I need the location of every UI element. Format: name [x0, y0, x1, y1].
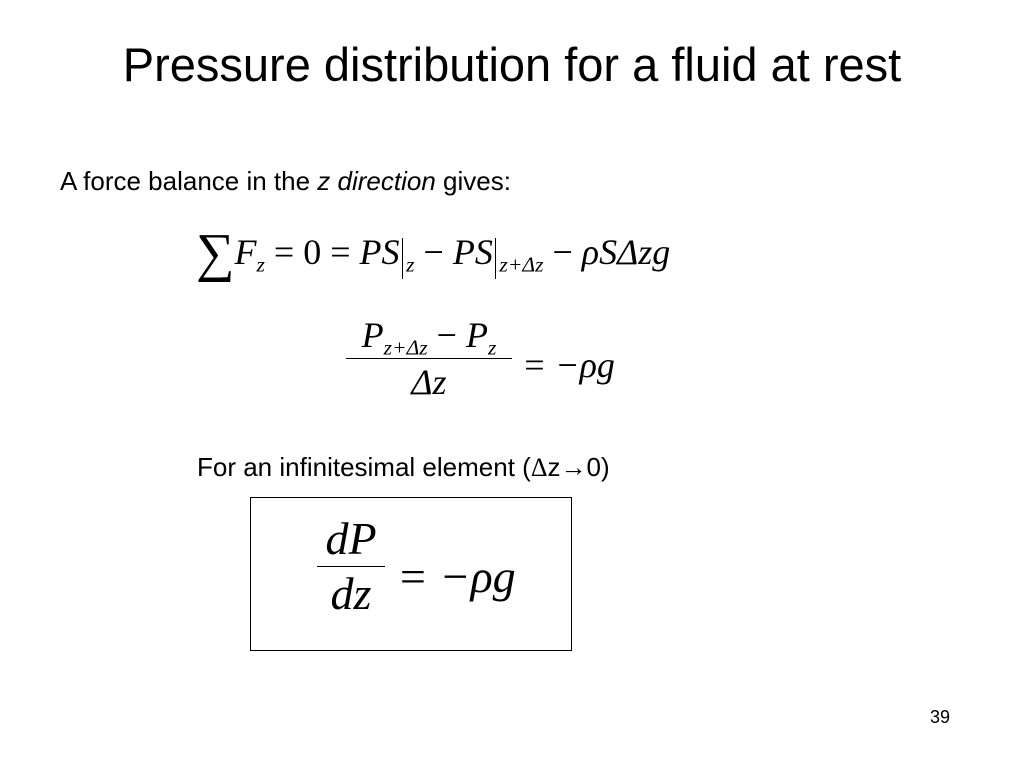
result-box: dP dz = −ρg	[250, 497, 572, 651]
note-limit: 0)	[586, 452, 610, 482]
infinitesimal-note: For an infinitesimal element (Δz→0)	[197, 450, 610, 485]
fraction-bar	[317, 566, 385, 567]
intro-emphasis: z direction	[317, 166, 436, 196]
derivative-fraction: dP dz	[317, 512, 385, 621]
derivative-rhs: = −ρg	[397, 550, 516, 604]
difference-denominator: Δz	[346, 359, 512, 405]
intro-text-end: gives:	[435, 166, 511, 196]
pressure-area-term-2: PS	[452, 232, 493, 272]
dz: dz	[330, 568, 372, 619]
evaluation-bar	[401, 237, 404, 280]
note-variable: z	[547, 452, 561, 482]
evaluation-bar	[494, 237, 497, 280]
minus-sign: −	[427, 315, 466, 355]
arrow-icon: →	[560, 453, 587, 482]
intro-text: A force balance in the z direction gives…	[60, 164, 511, 198]
fraction-bar	[346, 358, 512, 359]
note-text: For an infinitesimal element (	[197, 452, 531, 482]
pressure-symbol: P	[465, 315, 488, 355]
pressure-symbol: P	[361, 315, 384, 355]
difference-quotient: Pz+Δz − Pz Δz	[346, 312, 512, 405]
negative-rho-g: = −ρg	[522, 345, 615, 385]
pressure-subscript-upper: z+Δz	[383, 335, 428, 360]
page-number: 39	[930, 707, 951, 727]
force-symbol: F	[234, 232, 257, 272]
slide-title: Pressure distribution for a fluid at res…	[122, 38, 902, 91]
evaluation-point-2: z+Δz	[499, 252, 544, 277]
density-symbol: ρ	[581, 232, 600, 272]
delta-symbol: Δ	[530, 453, 548, 482]
weight-term: SΔzg	[599, 232, 671, 272]
delta-z: Δz	[411, 362, 447, 402]
minus-sign: −	[414, 232, 453, 272]
derivative-denominator: dz	[317, 567, 385, 621]
difference-numerator: Pz+Δz − Pz	[346, 312, 512, 358]
pressure-subscript-lower: z	[487, 335, 497, 360]
pressure-area-term-1: PS	[359, 232, 400, 272]
dP: dP	[325, 513, 377, 564]
equals-zero: = 0 =	[264, 232, 360, 272]
evaluation-point-1: z	[406, 252, 415, 277]
intro-text-start: A force balance in the	[60, 166, 318, 196]
derivative-numerator: dP	[317, 512, 385, 566]
force-subscript: z	[256, 252, 265, 277]
minus-sign: −	[543, 232, 582, 272]
negative-rho-g: = −ρg	[397, 551, 516, 602]
difference-rhs: = −ρg	[522, 342, 615, 388]
sum-symbol: ∑	[196, 222, 235, 283]
